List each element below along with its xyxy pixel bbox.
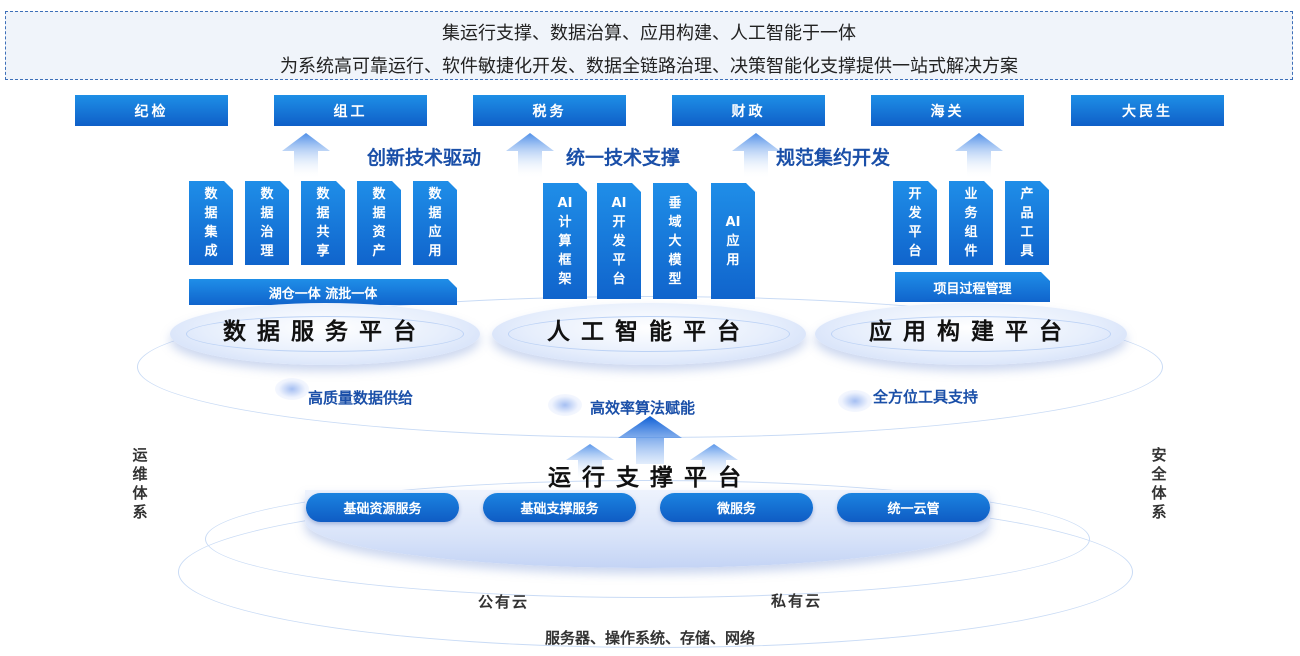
banner-line-1: 集运行支撑、数据治算、应用构建、人工智能于一体 [442,23,856,44]
lakehouse-bar: 湖仓一体 流批一体 [189,279,457,305]
up-arrow-icon [506,133,554,179]
up-arrow-icon [955,133,1003,179]
sector-caizheng: 财政 [672,95,825,126]
public-cloud-label: 公有云 [478,593,530,611]
up-arrow-icon [690,444,738,480]
module-data-governance: 数据治理 [245,181,289,265]
sector-haiguan: 海关 [871,95,1024,126]
flow-tools: 全方位工具支持 [873,388,979,406]
runtime-platform-label: 运行支撑平台 [548,465,752,491]
module-dev-platform: 开发平台 [893,181,937,265]
ai-platform-label: 人工智能平台 [547,319,751,345]
app-platform-disc-ring [831,316,1111,352]
flow-algorithm: 高效率算法赋能 [590,399,696,417]
sector-zugong: 组工 [274,95,427,126]
service-basic-support: 基础支撑服务 [483,493,636,522]
up-arrow-icon [566,444,614,480]
module-vertical-llm: 垂域大模型 [653,183,697,299]
data-platform-disc-ring [186,316,464,352]
security-system-label: 安全体系 [1151,446,1167,521]
module-data-integration: 数据集成 [189,181,233,265]
flow-data-supply: 高质量数据供给 [308,389,414,407]
driver-innovation: 创新技术驱动 [367,147,482,169]
driver-unified: 统一技术支撑 [566,147,681,169]
module-data-assets: 数据资产 [357,181,401,265]
service-basic-resources: 基础资源服务 [306,493,459,522]
service-cloud-management: 统一云管 [837,493,990,522]
infra-inner-ring [205,480,1090,598]
header-banner: 集运行支撑、数据治算、应用构建、人工智能于一体 为系统高可靠运行、软件敏捷化开发… [5,11,1293,80]
private-cloud-label: 私有云 [771,592,823,610]
glow-dot [548,394,582,416]
sector-jijian: 纪检 [75,95,228,126]
module-data-sharing: 数据共享 [301,181,345,265]
glow-dot [275,378,309,400]
up-arrow-icon [618,416,682,464]
service-microservice: 微服务 [660,493,813,522]
infra-label: 服务器、操作系统、存储、网络 [544,629,755,647]
data-platform-label: 数据服务平台 [223,319,427,345]
module-product-tools: 产品工具 [1005,181,1049,265]
app-platform-label: 应用构建平台 [869,319,1073,345]
project-process-bar: 项目过程管理 [895,272,1050,302]
module-business-components: 业务组件 [949,181,993,265]
ai-platform-disc-ring [508,316,790,352]
sector-shuiwu: 税务 [473,95,626,126]
sector-daminsheng: 大民生 [1071,95,1224,126]
glow-dot [838,390,872,412]
banner-line-2: 为系统高可靠运行、软件敏捷化开发、数据全链路治理、决策智能化支撑提供一站式解决方… [280,56,1018,77]
module-data-application: 数据应用 [413,181,457,265]
up-arrow-icon [732,133,780,179]
ops-system-label: 运维体系 [132,446,148,521]
up-arrow-icon [282,133,330,179]
driver-standard: 规范集约开发 [776,147,891,169]
